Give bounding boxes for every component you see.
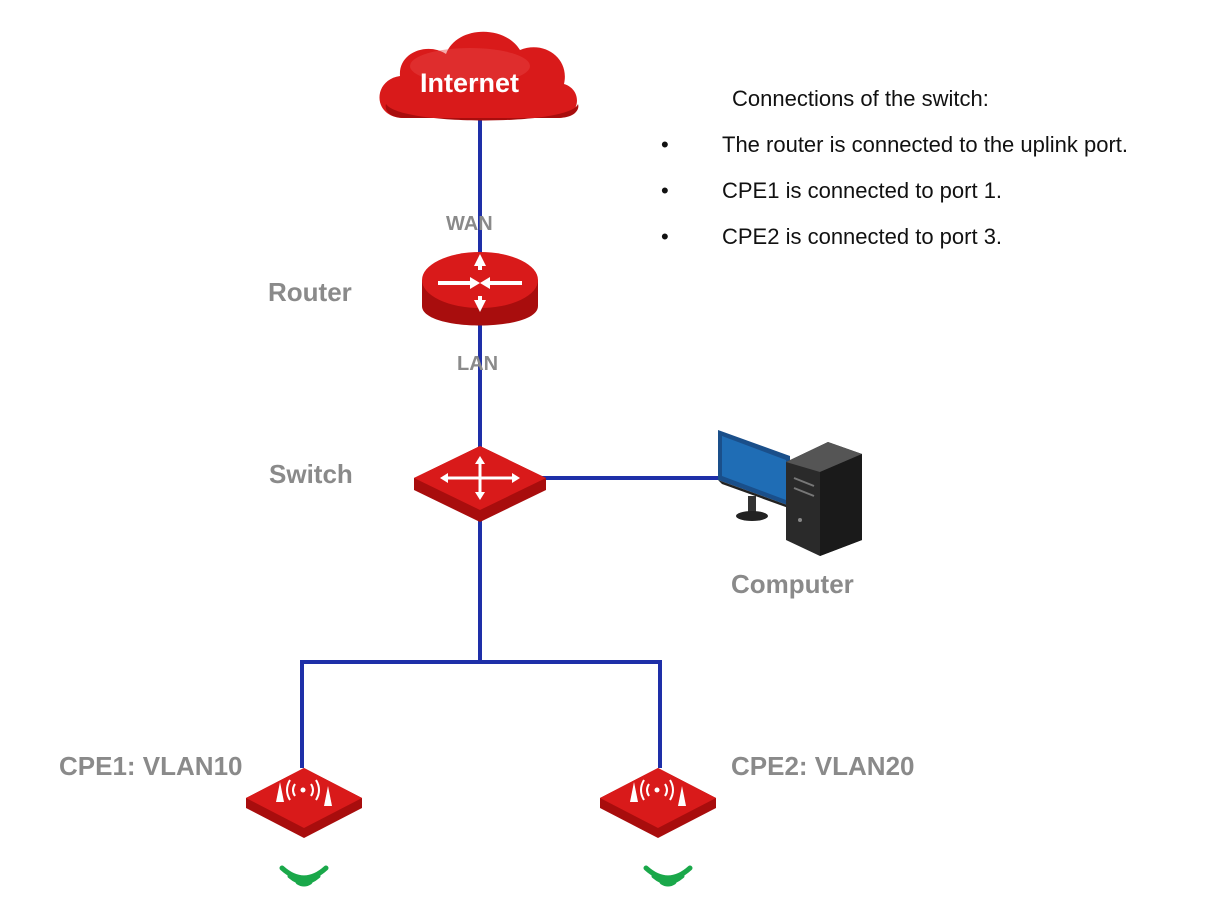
link-branch <box>300 660 662 768</box>
desktop-computer-icon <box>718 430 862 556</box>
bullet-icon: • <box>661 132 669 157</box>
computer-label: Computer <box>731 569 854 599</box>
note-text: The router is connected to the uplink po… <box>722 132 1129 157</box>
switch-label: Switch <box>269 459 353 489</box>
lan-port-label: LAN <box>457 353 499 375</box>
cpe1-wifi-signal-icon <box>279 865 329 887</box>
bullet-icon: • <box>661 178 669 203</box>
notes-title: Connections of the switch: <box>732 86 989 111</box>
note-text: CPE2 is connected to port 3. <box>722 224 1003 249</box>
router-label: Router <box>268 277 352 307</box>
switch-icon <box>414 446 546 522</box>
cpe1-label: CPE1: VLAN10 <box>59 751 243 781</box>
wan-port-label: WAN <box>446 213 493 235</box>
cpe2-label: CPE2: VLAN20 <box>731 751 915 781</box>
cpe2-wifi-signal-icon <box>643 865 693 887</box>
cpe2-access-point-icon <box>600 768 716 838</box>
internet-label: Internet <box>420 68 520 98</box>
cpe1-access-point-icon <box>246 768 362 838</box>
connection-lines <box>300 118 722 768</box>
cloud-icon <box>379 31 579 121</box>
router-icon <box>422 252 538 326</box>
bullet-icon: • <box>661 224 669 249</box>
note-text: CPE1 is connected to port 1. <box>722 178 1003 203</box>
